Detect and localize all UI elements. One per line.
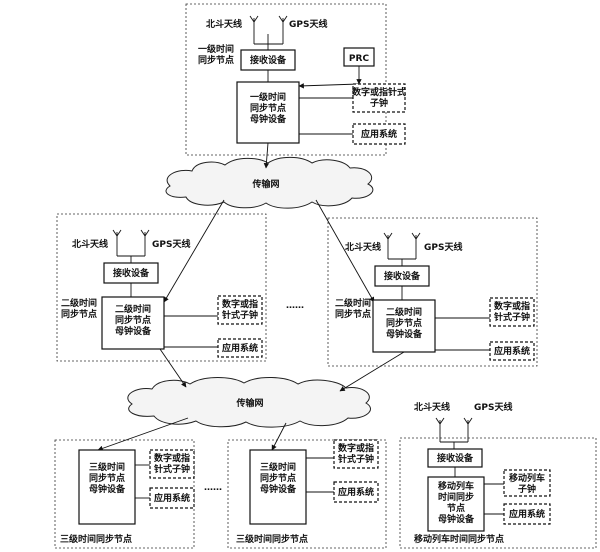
beidou-label: 北斗天线 [206, 18, 242, 30]
node1-slave-label: 数字或指针式子钟 [352, 86, 406, 109]
ellipsis-bottom: …… [204, 483, 222, 493]
gps-label: GPS天线 [289, 18, 327, 30]
node3-left-slave-label: 数字或指针式子钟 [154, 452, 190, 475]
gps-antenna-icon [411, 232, 421, 252]
node3-right-region [227, 439, 387, 549]
node2-left-master-label: 二级时间同步节点母钟设备 [115, 303, 152, 337]
node2-right-receiver-label: 接收设备 [384, 270, 421, 282]
node3-right-master-label: 三级时间同步节点母钟设备 [260, 461, 297, 495]
node1-master-label: 一级时间同步节点母钟设备 [250, 91, 287, 125]
node2-left-master-clock [101, 296, 165, 350]
node3-right-master-clock [249, 449, 307, 525]
node1-receiver-label: 接收设备 [250, 54, 287, 66]
gps-antenna-icon [463, 417, 473, 437]
gps-antenna-icon [278, 15, 288, 35]
beidou-antenna-icon [112, 229, 122, 249]
beidou-antenna-icon [435, 417, 445, 437]
node2-right-master-clock [372, 299, 436, 353]
node2-left-app-label: 应用系统 [222, 342, 258, 354]
node1-region-label: 一级时间同步节点 [198, 43, 234, 66]
prc-label: PRC [349, 54, 370, 64]
node2-right-slave-clock [489, 297, 535, 327]
ellipsis-middle: …… [286, 301, 304, 311]
mobile-master-clock [427, 476, 485, 532]
node1-app-system [352, 123, 406, 145]
node2-left-slave-label: 数字或指针式子钟 [222, 298, 258, 321]
mobile-slave-clock [503, 469, 551, 497]
gps-label: GPS天线 [474, 401, 512, 413]
beidou-label: 北斗天线 [345, 241, 381, 253]
node2-left-app-system [217, 338, 263, 358]
node2-left-receiver-label: 接收设备 [113, 267, 150, 279]
node3-left-master-label: 三级时间同步节点母钟设备 [89, 461, 126, 495]
mobile-app-label: 应用系统 [509, 508, 545, 520]
node2-left-region-label: 二级时间同步节点 [61, 297, 97, 320]
mobile-region [399, 437, 597, 549]
node2-right-app-system [489, 341, 535, 361]
node2-left-region [56, 213, 267, 362]
node2-right-app-label: 应用系统 [494, 345, 530, 357]
node3-right-slave-label: 数字或指针式子钟 [338, 442, 374, 465]
node2-right-region [327, 217, 538, 367]
transport-network-bottom-cloud [127, 377, 371, 428]
transport-network-top-cloud [165, 156, 374, 209]
gps-label: GPS天线 [152, 238, 190, 250]
transport-network-bottom-label: 传输网 [235, 397, 263, 409]
node1-slave-clock [352, 83, 406, 113]
node3-right-app-label: 应用系统 [338, 486, 374, 498]
beidou-label: 北斗天线 [72, 238, 108, 250]
node3-left-app-label: 应用系统 [154, 492, 190, 504]
gps-label: GPS天线 [424, 241, 462, 253]
node2-right-master-label: 二级时间同步节点母钟设备 [386, 306, 423, 340]
node2-right-slave-label: 数字或指针式子钟 [494, 300, 530, 323]
beidou-label: 北斗天线 [414, 401, 450, 413]
transport-network-top-label: 传输网 [251, 178, 279, 190]
node3-left-master-clock [78, 449, 136, 525]
node2-right-region-label: 二级时间同步节点 [335, 297, 371, 320]
node3-left-region-label: 三级时间同步节点 [60, 533, 132, 545]
mobile-master-label: 移动列车时间同步节点母钟设备 [438, 480, 475, 525]
mobile-slave-label: 移动列车子钟 [509, 472, 545, 495]
node1-app-label: 应用系统 [361, 128, 397, 140]
node3-right-slave-clock [333, 439, 379, 469]
mobile-region-label: 移动列车时间同步节点 [414, 533, 504, 545]
gps-antenna-icon [140, 229, 150, 249]
node3-left-slave-clock [149, 449, 195, 479]
mobile-receiver-label: 接收设备 [437, 452, 474, 464]
beidou-antenna-icon [249, 15, 259, 35]
node3-right-region-label: 三级时间同步节点 [236, 533, 308, 545]
node2-left-slave-clock [217, 295, 263, 325]
beidou-antenna-icon [383, 232, 393, 252]
node1-region [185, 3, 387, 156]
